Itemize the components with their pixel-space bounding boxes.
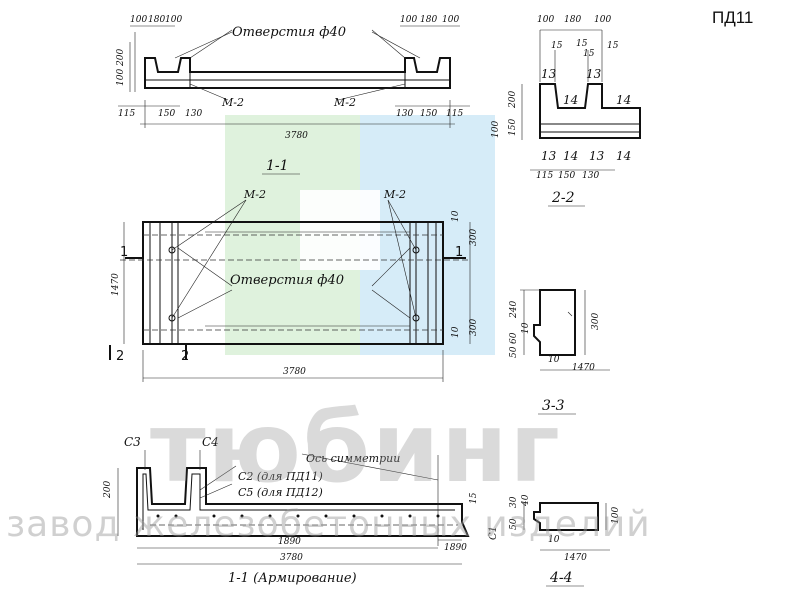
view-title-2-2: 2-2 [551, 190, 575, 206]
dim-s22-sub-4: 15 [607, 41, 619, 51]
label-m2-plan-left: М-2 [243, 188, 266, 201]
dim-half-length-right: 1890 [444, 543, 467, 553]
watermark-title: тюбинг [150, 392, 562, 504]
section-mark-2-left: 2 [116, 349, 124, 364]
dim-s33-left-4: 50 [509, 346, 519, 358]
dim-s22-bottom-3: 130 [582, 171, 599, 181]
section-1-1: 100 180 100 100 180 100 200 100 115 150 … [116, 15, 470, 175]
label-holes-top: Отверстия ф40 [232, 25, 346, 40]
dim-bottom-right-1: 130 [396, 109, 413, 119]
dim-length-rein: 3780 [280, 553, 303, 563]
dim-top-left-1: 100 [130, 15, 147, 25]
dim-s33-left-2: 60 [509, 332, 519, 344]
section-4-4: 30 40 50 100 10 1470 4-4 [509, 494, 621, 587]
section-2-2: 100 180 100 15 15 15 15 200 100 150 115 … [491, 15, 641, 207]
dim-s33-bottom: 10 [548, 355, 560, 365]
dim-s22-left-1: 200 [508, 91, 518, 109]
dim-bottom-left-2: 150 [158, 109, 175, 119]
label-axis: Ось симметрии [306, 452, 400, 465]
mark-s22-14-d: 14 [616, 149, 631, 163]
dim-rein-height: 200 [103, 481, 113, 499]
dim-bottom-left-3: 130 [185, 109, 202, 119]
dim-s22-sub-2: 15 [576, 39, 588, 49]
rebar-dots [156, 514, 440, 518]
label-c4: С4 [202, 435, 219, 449]
section-reinforcement: С3 С4 Ось симметрии С2 (для ПД11) С5 (дл… [103, 435, 499, 586]
dim-top-left-3: 100 [165, 15, 182, 25]
dim-s22-sub-3: 15 [583, 49, 595, 59]
dim-s22-top-1: 100 [537, 15, 554, 25]
dim-s22-top-2: 180 [564, 15, 581, 25]
dim-s33-right: 300 [591, 313, 601, 330]
mark-s22-14-c: 14 [563, 149, 578, 163]
dim-rein-right: 15 [469, 492, 479, 504]
watermark-white-cut [300, 190, 380, 270]
view-title-4-4: 4-4 [549, 570, 573, 586]
dim-plan-right-3: 10 [451, 326, 461, 338]
dim-width-plan: 1470 [111, 273, 121, 296]
mark-s22-14-a: 14 [563, 93, 578, 107]
dim-plan-right-2: 300 [469, 229, 479, 246]
dim-length-plan: 3780 [283, 367, 306, 377]
dim-s44-width: 1470 [564, 553, 587, 563]
mark-s22-13-d: 13 [589, 149, 605, 163]
label-m2-top-left: М-2 [221, 96, 244, 109]
label-c5: С5 (для ПД12) [238, 486, 323, 499]
dim-s22-left-3: 150 [508, 119, 518, 136]
dim-s44-left-3: 50 [509, 518, 519, 530]
dim-plan-right-4: 300 [469, 319, 479, 336]
dim-top-left-2: 180 [148, 15, 165, 25]
view-title-3-3: 3-3 [542, 398, 565, 414]
label-holes-plan: Отверстия ф40 [230, 273, 344, 288]
mark-s22-13-c: 13 [541, 149, 557, 163]
dim-s22-bottom-2: 150 [558, 171, 575, 181]
dim-s44-right: 100 [611, 507, 621, 524]
dim-s44-left-2: 40 [521, 494, 531, 507]
dim-length-top: 3780 [285, 131, 308, 141]
label-m2-top-right: М-2 [333, 96, 356, 109]
dim-top-right-2: 180 [420, 15, 437, 25]
dim-plan-right-1: 10 [451, 210, 461, 222]
sheet-code: ПД11 [712, 8, 754, 27]
mark-s22-13-b: 13 [586, 67, 602, 81]
dim-top-right-1: 100 [400, 15, 417, 25]
dim-s33-left-1: 240 [509, 301, 519, 319]
plan-view: 1 1 2 2 1470 3780 10 300 10 300 М-2 М-2 … [109, 188, 479, 382]
dim-bottom-right-3: 115 [446, 109, 463, 119]
label-c1: С1 [488, 526, 499, 540]
dim-top-right-3: 100 [442, 15, 459, 25]
section-3-3: 240 60 10 50 300 10 1470 3-3 [509, 289, 610, 415]
mark-s22-14-b: 14 [616, 93, 631, 107]
dim-top-height-1: 200 [116, 49, 126, 67]
dim-s33-left-3: 10 [521, 322, 531, 334]
dim-bottom-right-2: 150 [420, 109, 437, 119]
dim-bottom-left-1: 115 [118, 109, 135, 119]
dim-s22-left-2: 100 [491, 121, 501, 138]
view-title-reinforcement: 1-1 (Армирование) [228, 571, 357, 586]
label-c2: С2 (для ПД11) [238, 470, 323, 483]
dim-s44-left-1: 30 [509, 496, 519, 508]
dim-s22-sub-1: 15 [551, 41, 563, 51]
dim-s44-bottom: 10 [548, 535, 560, 545]
section-mark-1-right: 1 [455, 245, 463, 260]
dim-half-length: 1890 [278, 537, 301, 547]
label-c3: С3 [124, 435, 141, 449]
dim-s22-top-3: 100 [594, 15, 611, 25]
view-title-1-1: 1-1 [266, 158, 289, 174]
label-m2-plan-right: М-2 [383, 188, 406, 201]
watermark-subtitle: завод железобетонных изделий [6, 504, 651, 545]
dim-top-height-2: 100 [116, 69, 126, 86]
dim-s33-width: 1470 [572, 363, 595, 373]
section-mark-2-right: 2 [181, 349, 189, 364]
mark-s22-13-a: 13 [541, 67, 557, 81]
dim-s22-bottom-1: 115 [536, 171, 553, 181]
